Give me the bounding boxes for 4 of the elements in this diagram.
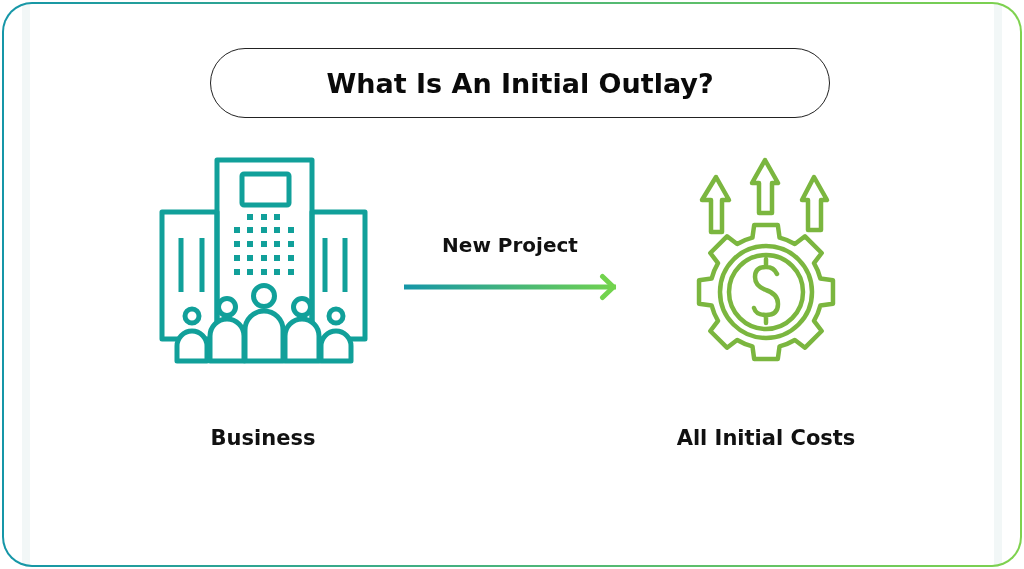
node-label: Business [210,425,316,451]
node-label: All Initial Costs [676,425,856,451]
title-banner: What Is An Initial Outlay? [210,48,830,118]
arrow [404,274,616,300]
